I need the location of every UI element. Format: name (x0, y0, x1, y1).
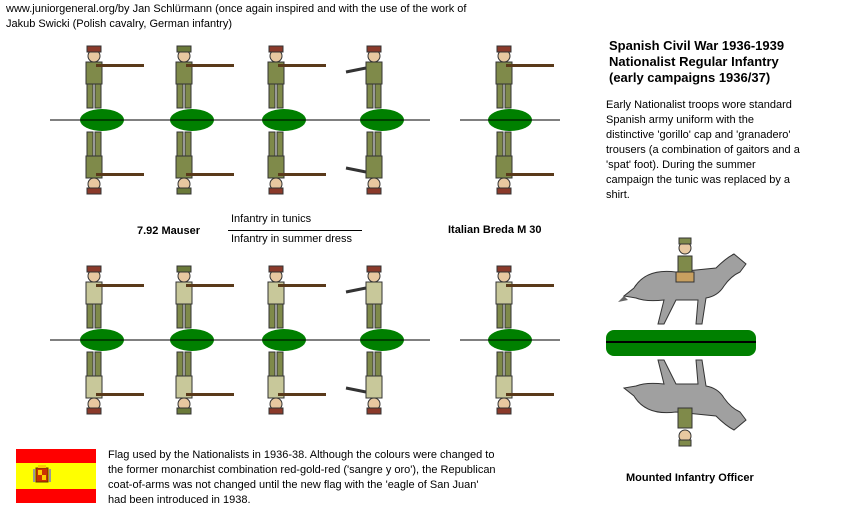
title-line-1: Spanish Civil War 1936-1939 (609, 38, 785, 53)
description-line: distinctive 'gorillo' cap and 'granadero… (606, 129, 791, 141)
nationalist-flag (16, 449, 96, 503)
credit-line-2: Jakub Swicki (Polish cavalry, German inf… (6, 18, 232, 30)
soldier-reflection-icon (85, 351, 144, 415)
legend-tunics: Infantry in tunics (231, 213, 312, 225)
horse-reflection-icon (622, 359, 747, 447)
infantry-figure-tunic-2 (140, 45, 240, 195)
soldier-reflection-icon (267, 351, 326, 415)
infantry-figure-summer-5 (460, 265, 560, 415)
coat-of-arms-icon (33, 465, 51, 483)
officer-rider-icon (675, 237, 695, 283)
description-line: 'spat' foot). During the summer (606, 159, 756, 171)
soldier-icon (345, 45, 383, 109)
soldier-icon (175, 45, 234, 109)
soldier-icon (85, 45, 144, 109)
soldier-icon (85, 265, 144, 329)
officer-label: Mounted Infantry Officer (626, 472, 754, 484)
soldier-reflection-icon (495, 131, 554, 195)
description-line: Early Nationalist troops wore standard (606, 99, 792, 111)
infantry-figure-summer-3 (232, 265, 332, 415)
description-line: shirt. (606, 189, 630, 201)
soldier-icon (495, 265, 554, 329)
description-line: Spanish army uniform with the (606, 114, 754, 126)
infantry-figure-tunic-4 (330, 45, 430, 195)
flag-note-line: Flag used by the Nationalists in 1936-38… (108, 449, 495, 461)
soldier-reflection-icon (175, 351, 234, 415)
infantry-figure-summer-1 (50, 265, 150, 415)
soldier-reflection-icon (267, 131, 326, 195)
credit-text: www.juniorgeneral.org/by Jan Schlürmann … (6, 2, 476, 32)
title-line-3: (early campaigns 1936/37) (609, 70, 771, 85)
soldier-icon (495, 45, 554, 109)
title-line-2: Nationalist Regular Infantry (609, 54, 779, 69)
legend-summer: Infantry in summer dress (231, 233, 353, 245)
description-line: campaign the tunic was replaced by a (606, 174, 791, 186)
soldier-reflection-icon (85, 131, 144, 195)
infantry-figure-summer-4 (330, 265, 430, 415)
infantry-figure-tunic-3 (232, 45, 332, 195)
flag-note: Flag used by the Nationalists in 1936-38… (108, 448, 528, 508)
description-text: Early Nationalist troops wore standard S… (606, 98, 842, 203)
legend-divider (228, 230, 362, 231)
infantry-figure-summer-2 (140, 265, 240, 415)
mauser-label: 7.92 Mauser (137, 225, 200, 237)
soldier-icon (345, 265, 383, 329)
soldier-icon (175, 265, 234, 329)
flag-note-line: coat-of-arms was not changed until the n… (108, 479, 479, 491)
soldier-reflection-icon (175, 131, 234, 195)
soldier-reflection-icon (345, 131, 383, 195)
description-line: trousers (a combination of gaitors and a (606, 144, 800, 156)
page-title: Spanish Civil War 1936-1939 Nationalist … (609, 38, 845, 86)
infantry-figure-tunic-5 (460, 45, 560, 195)
soldier-icon (267, 45, 326, 109)
soldier-reflection-icon (345, 351, 383, 415)
flag-note-line: the former monarchist combination red-go… (108, 464, 496, 476)
breda-label: Italian Breda M 30 (448, 224, 542, 236)
mounted-officer-figure (606, 237, 756, 447)
soldier-reflection-icon (495, 351, 554, 415)
flag-note-line: had been introduced in 1938. (108, 494, 251, 506)
credit-line-1: www.juniorgeneral.org/by Jan Schlürmann … (6, 3, 467, 15)
soldier-icon (267, 265, 326, 329)
infantry-figure-tunic-1 (50, 45, 150, 195)
